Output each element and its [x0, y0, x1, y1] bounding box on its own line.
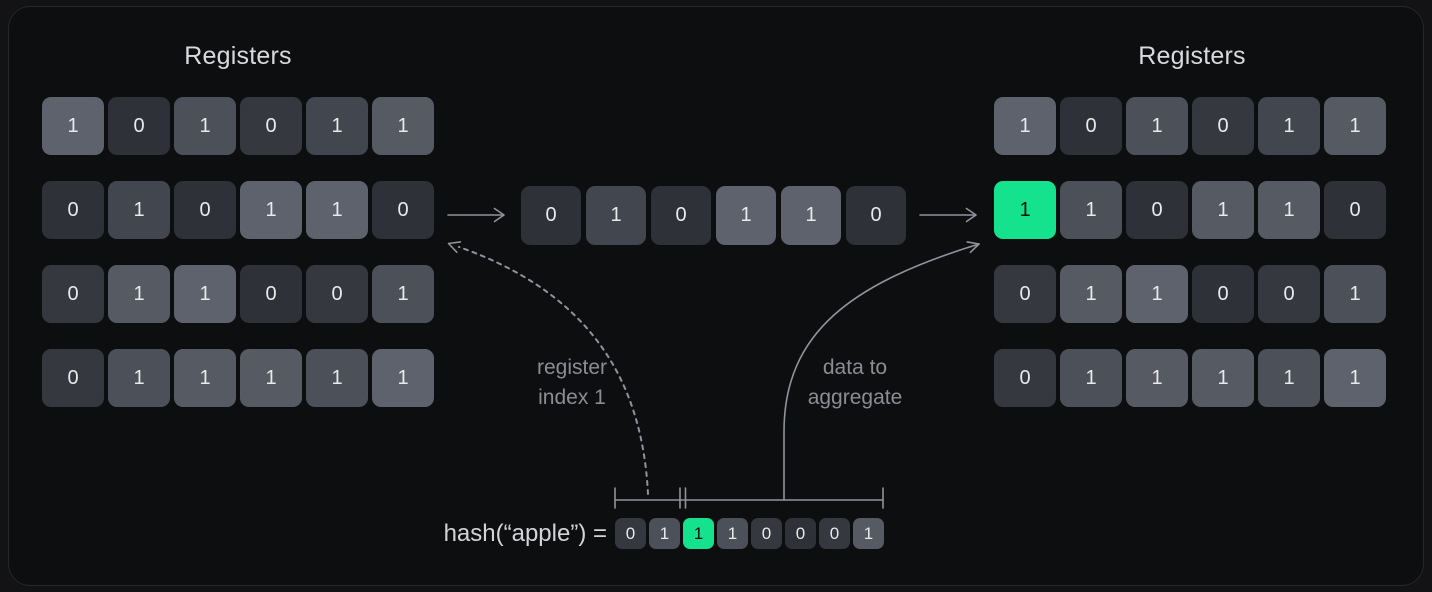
- register-cell: 1: [1258, 97, 1320, 155]
- register-cell: 1: [42, 97, 104, 155]
- register-cell: 1: [372, 265, 434, 323]
- data-to-aggregate-label-line1: data to: [822, 356, 888, 379]
- hash-value-cell: 0: [521, 186, 581, 245]
- hash-bit: 0: [615, 518, 646, 549]
- register-cell: 0: [1324, 181, 1386, 239]
- register-cell: 0: [994, 265, 1056, 323]
- register-cell: 1: [174, 97, 236, 155]
- highlighted-register-cell: 1: [994, 181, 1056, 239]
- hash-bit: 1: [649, 518, 680, 549]
- register-cell: 1: [1060, 349, 1122, 407]
- register-cell: 1: [306, 97, 368, 155]
- hash-bit: 1: [853, 518, 884, 549]
- register-cell: 0: [1192, 97, 1254, 155]
- register-cell: 1: [174, 265, 236, 323]
- register-cell: 0: [240, 265, 302, 323]
- register-cell: 1: [1126, 97, 1188, 155]
- hash-value-cell: 0: [846, 186, 906, 245]
- register-index-label: register index 1: [487, 353, 657, 412]
- register-cell: 1: [994, 97, 1056, 155]
- register-cell: 1: [372, 349, 434, 407]
- data-to-aggregate-label: data to aggregate: [770, 353, 940, 412]
- hash-bit: 0: [785, 518, 816, 549]
- register-cell: 1: [1192, 349, 1254, 407]
- hash-bit: 0: [751, 518, 782, 549]
- register-cell: 1: [372, 97, 434, 155]
- register-cell: 0: [42, 265, 104, 323]
- register-cell: 1: [1324, 97, 1386, 155]
- hash-value-cell: 1: [716, 186, 776, 245]
- left-registers-title: Registers: [184, 42, 292, 70]
- hash-value-cell: 1: [781, 186, 841, 245]
- register-index-label-line1: register: [536, 356, 608, 379]
- register-cell: 1: [1258, 181, 1320, 239]
- register-cell: 1: [1060, 181, 1122, 239]
- register-cell: 1: [108, 265, 170, 323]
- register-cell: 1: [174, 349, 236, 407]
- hash-value-cell: 0: [651, 186, 711, 245]
- register-cell: 0: [1258, 265, 1320, 323]
- hash-bit: 1: [717, 518, 748, 549]
- register-cell: 1: [240, 349, 302, 407]
- hash-bit: 0: [819, 518, 850, 549]
- register-cell: 0: [240, 97, 302, 155]
- register-cell: 0: [108, 97, 170, 155]
- hash-value-cell: 1: [586, 186, 646, 245]
- register-cell: 1: [1258, 349, 1320, 407]
- register-cell: 0: [372, 181, 434, 239]
- register-cell: 1: [1324, 349, 1386, 407]
- register-cell: 1: [108, 349, 170, 407]
- register-cell: 1: [306, 349, 368, 407]
- register-cell: 0: [306, 265, 368, 323]
- register-cell: 1: [1126, 265, 1188, 323]
- register-cell: 0: [1060, 97, 1122, 155]
- register-cell: 0: [1126, 181, 1188, 239]
- register-cell: 1: [240, 181, 302, 239]
- register-cell: 1: [1126, 349, 1188, 407]
- register-cell: 1: [108, 181, 170, 239]
- data-to-aggregate-label-line2: aggregate: [807, 385, 903, 409]
- register-cell: 1: [1060, 265, 1122, 323]
- register-cell: 1: [306, 181, 368, 239]
- register-cell: 1: [1324, 265, 1386, 323]
- register-cell: 1: [1192, 181, 1254, 239]
- register-index-label-line2: index 1: [538, 385, 606, 409]
- register-cell: 0: [42, 181, 104, 239]
- register-cell: 0: [1192, 265, 1254, 323]
- highlighted-hash-bit: 1: [683, 518, 714, 549]
- hash-expression-label: hash(“apple”) =: [443, 520, 607, 547]
- right-registers-title: Registers: [1138, 42, 1246, 70]
- register-cell: 0: [42, 349, 104, 407]
- register-cell: 0: [174, 181, 236, 239]
- register-cell: 0: [994, 349, 1056, 407]
